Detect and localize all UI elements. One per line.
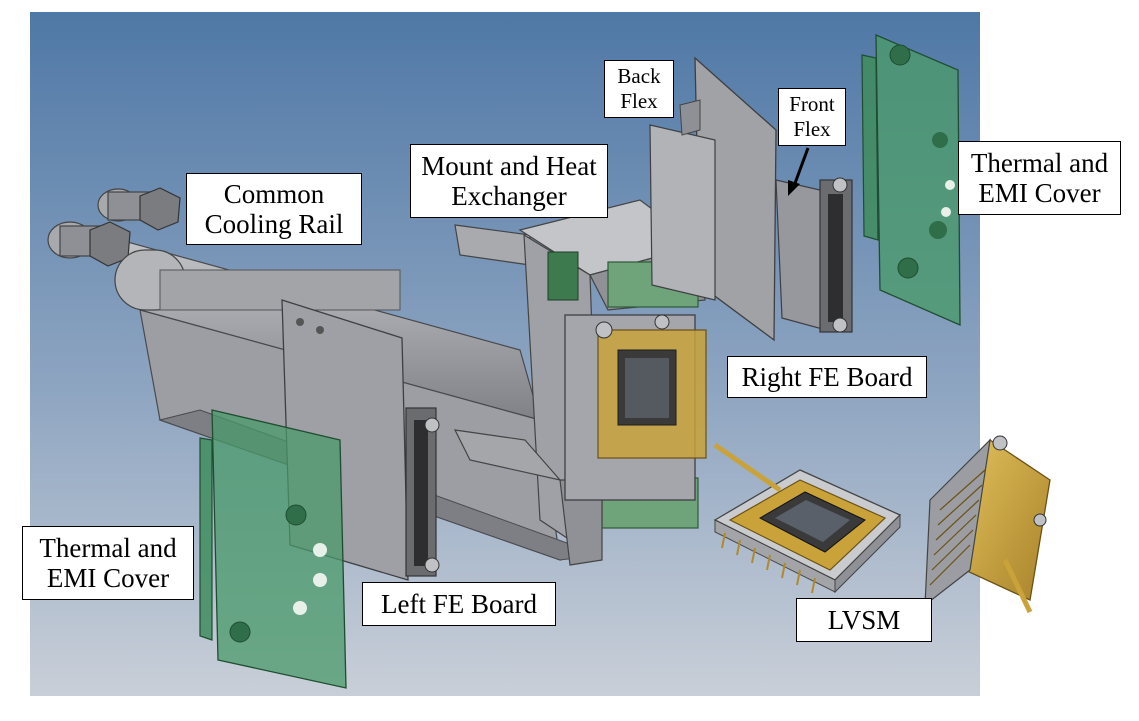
label-lvsm: LVSM — [796, 598, 932, 642]
left-thermal-cover — [199, 409, 347, 689]
label-back-flex: Back Flex — [604, 60, 674, 118]
sensor-frame — [564, 314, 707, 501]
label-front-flex: Front Flex — [778, 88, 846, 146]
label-thermal-emi-cover-left: Thermal and EMI Cover — [22, 526, 194, 600]
label-mount-heat-exchanger: Mount and Heat Exchanger — [410, 144, 608, 218]
label-thermal-emi-cover-right: Thermal and EMI Cover — [958, 141, 1121, 215]
label-left-fe-board: Left FE Board — [362, 582, 556, 626]
front-flex-arrow — [788, 147, 810, 196]
flex-plates — [649, 56, 853, 342]
label-right-fe-board: Right FE Board — [727, 356, 927, 398]
label-common-cooling-rail: Common Cooling Rail — [186, 173, 362, 245]
lvsm-package-rear — [924, 435, 1051, 614]
right-thermal-cover — [861, 34, 961, 326]
lvsm-package — [713, 442, 902, 594]
